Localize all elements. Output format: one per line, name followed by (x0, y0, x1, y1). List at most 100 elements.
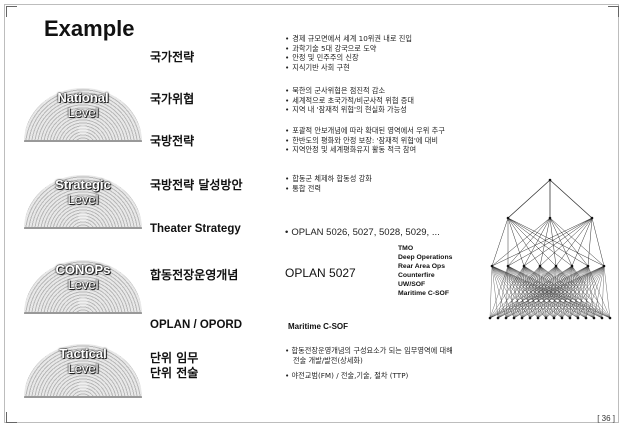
network-link (561, 265, 605, 319)
network-link (549, 217, 605, 267)
network-link (497, 265, 557, 319)
theater-strategy-bullets: OPLAN 5026, 5027, 5028, 5029, ... (285, 227, 439, 238)
oplan-5027-label: OPLAN 5027 (285, 266, 356, 280)
network-node (560, 316, 564, 320)
defense-strategy-bullets: 포괄적 안보개념에 따라 확대된 영역에서 우위 추구 한반도의 평화와 안정 … (285, 126, 445, 155)
network-link (603, 265, 611, 319)
bullet-item: 북한의 군사위협은 점진적 감소 (285, 86, 414, 96)
defense-strategy-heading: 국방전략 (150, 134, 195, 148)
operation-item: Maritime C-SOF (398, 290, 449, 297)
network-node (586, 264, 590, 268)
bullet-item: 경제 규모면에서 세계 10위권 내로 진입 (285, 34, 412, 44)
network-link (497, 265, 573, 319)
network-node (490, 264, 494, 268)
network-node (512, 316, 516, 320)
network-link (549, 217, 589, 267)
theater-strategy-heading: Theater Strategy (150, 223, 241, 235)
operation-item: UW/SOF (398, 281, 426, 288)
network-link (539, 217, 593, 267)
network-link (587, 217, 593, 267)
operation-item: Rear Area Ops (398, 263, 445, 270)
network-node (554, 264, 558, 268)
bullet-item: 세계적으로 초국가적/비군사적 위협 증대 (285, 96, 414, 106)
network-link (507, 179, 551, 219)
bullet-item: 한반도의 평화와 안정 보장: '잠재적 위협'에 대비 (285, 136, 445, 146)
national-threat-bullets: 북한의 군사위협은 점진적 감소 세계적으로 초국가적/비군사적 위협 증대 지… (285, 86, 414, 115)
network-link (585, 265, 605, 319)
tactical-heading-line2: 단위 전술 (150, 366, 199, 380)
hierarchy-network-diagram (488, 178, 612, 320)
network-link (521, 265, 605, 319)
network-link (491, 217, 593, 267)
network-link (497, 265, 541, 319)
network-node (528, 316, 532, 320)
network-node (520, 316, 524, 320)
network-link (569, 265, 605, 319)
network-node (496, 316, 500, 320)
network-link (497, 265, 525, 319)
bullet-item: 지역안정 및 세계평화유지 활동 적극 참여 (285, 145, 445, 155)
network-link (507, 217, 605, 267)
network-link (539, 217, 551, 267)
network-node (548, 178, 552, 182)
network-node (522, 264, 526, 268)
operations-list: TMO Deep Operations Rear Area Ops Counte… (398, 244, 452, 298)
national-threat-heading: 국가위협 (150, 92, 195, 106)
network-link (593, 265, 605, 319)
defense-plan-heading: 국방전략 달성방안 (150, 178, 243, 192)
network-node (506, 264, 510, 268)
network-link (571, 217, 593, 267)
network-node (608, 316, 612, 320)
network-node (600, 316, 604, 320)
conops-heading: 합동전장운영개념 (150, 268, 239, 282)
bullet-item: 지역 내 '잠재적 위협'의 현실화 가능성 (285, 105, 414, 115)
network-link (545, 265, 605, 319)
network-link (549, 179, 593, 219)
network-link (497, 265, 605, 319)
network-link (591, 217, 605, 267)
tactical-bullets: • 합동전장운영개념의 구성요소가 되는 임무영역에 대해 전술 개발/발전(상… (285, 346, 453, 381)
network-link (489, 265, 589, 319)
network-link (549, 217, 557, 267)
network-link (507, 217, 573, 267)
bullet-item: • 야전교범(FM) / 전술,기술, 절차 (TTP) (285, 371, 409, 380)
network-link (507, 217, 593, 267)
network-link (507, 217, 589, 267)
national-strategy-heading: 국가전략 (150, 50, 195, 64)
bullet-item: 과학기술 5대 강국으로 도약 (285, 44, 412, 54)
bullet-item: 통합 전력 (285, 184, 372, 194)
corner-mark (6, 412, 17, 423)
network-link (507, 217, 541, 267)
network-node (536, 316, 540, 320)
network-link (489, 265, 541, 319)
tactical-heading-line1: 단위 임무 (150, 351, 199, 365)
bullet-item: 지식기반 사회 구현 (285, 63, 412, 73)
network-link (553, 265, 605, 319)
national-strategy-bullets: 경제 규모면에서 세계 10위권 내로 진입 과학기술 5대 강국으로 도약 안… (285, 34, 412, 72)
maritime-csof-note: Maritime C-SOF (288, 322, 349, 331)
network-link (489, 265, 525, 319)
network-link (523, 217, 551, 267)
network-node (602, 264, 606, 268)
bullet-item: 안정 및 민주주의 신장 (285, 53, 412, 63)
network-node (552, 316, 556, 320)
bullet-item: 포괄적 안보개념에 따라 확대된 영역에서 우위 추구 (285, 126, 445, 136)
network-node (592, 316, 596, 320)
network-link (537, 265, 605, 319)
operation-item: TMO (398, 245, 414, 252)
network-node (488, 316, 492, 320)
operation-item: Counterfire (398, 272, 435, 279)
network-link (507, 217, 551, 267)
network-link (497, 265, 589, 319)
bullet-item: 합동군 체제하 합동성 강화 (285, 174, 372, 184)
network-node (506, 216, 510, 220)
network-node (548, 216, 552, 220)
network-node (570, 264, 574, 268)
network-node (544, 316, 548, 320)
slide-title: Example (44, 16, 135, 41)
network-link (497, 265, 509, 319)
network-node (504, 316, 508, 320)
